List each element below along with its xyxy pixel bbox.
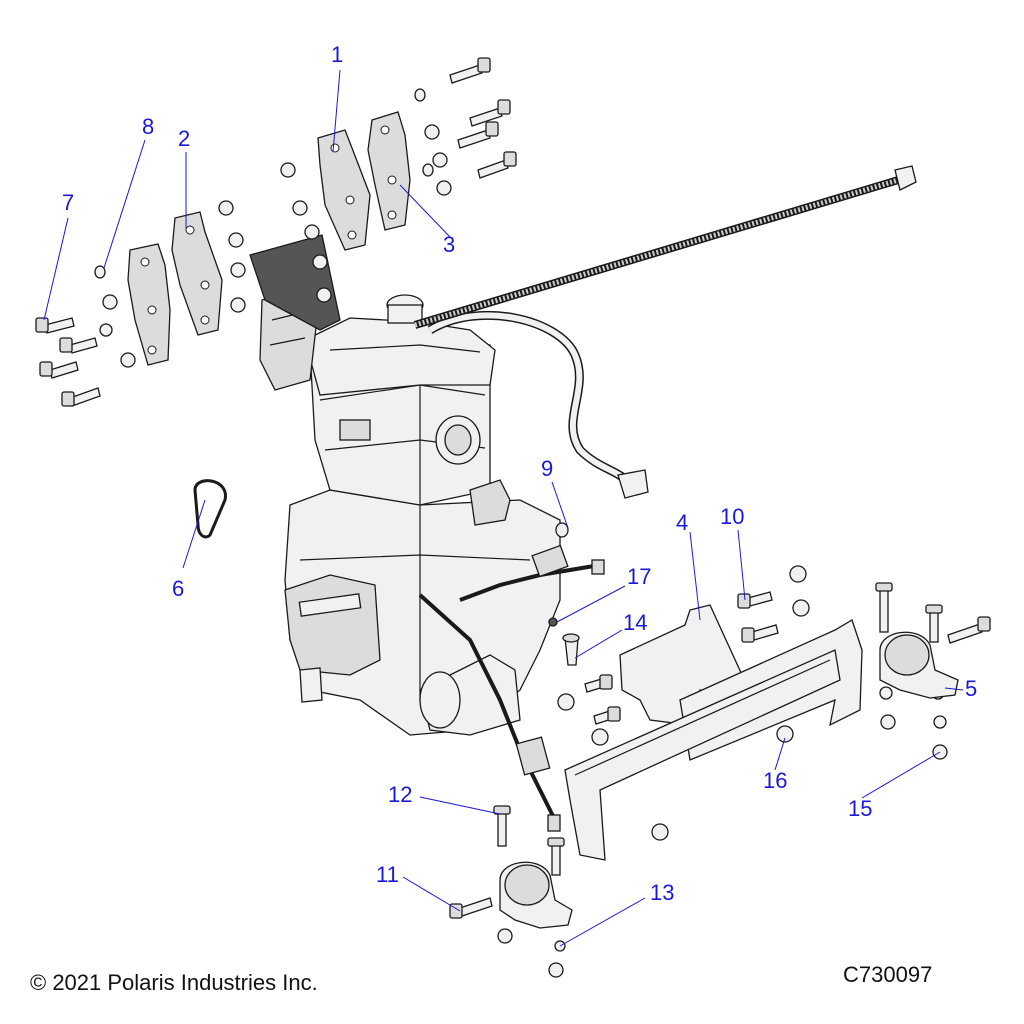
callout-11[interactable]: 11: [376, 862, 399, 887]
callout-2[interactable]: 2: [178, 126, 191, 151]
rubber-mounts: [499, 631, 959, 929]
callout-3[interactable]: 3: [443, 232, 456, 257]
bolts: [35, 57, 991, 978]
callout-10[interactable]: 10: [720, 504, 745, 529]
callout-16[interactable]: 16: [763, 768, 788, 793]
callout-17[interactable]: 17: [627, 564, 652, 589]
callout-7[interactable]: 7: [62, 190, 75, 215]
callout-6[interactable]: 6: [172, 576, 185, 601]
drawing-number: C730097: [843, 962, 933, 987]
nuts-and-washers: [94, 88, 569, 627]
callout-14[interactable]: 14: [623, 610, 648, 635]
copyright-notice: © 2021 Polaris Industries Inc.: [30, 970, 318, 995]
callout-5[interactable]: 5: [965, 676, 978, 701]
callout-8[interactable]: 8: [142, 114, 155, 139]
callout-13[interactable]: 13: [650, 880, 675, 905]
callout-4[interactable]: 4: [676, 510, 689, 535]
leader-lines: [43, 69, 964, 947]
callout-12[interactable]: 12: [388, 782, 413, 807]
small-fittings: [562, 633, 580, 666]
o-ring: [193, 479, 227, 539]
callout-15[interactable]: 15: [848, 796, 873, 821]
engine-assembly: [249, 234, 561, 736]
hoses-and-harness: [413, 165, 917, 832]
mount-bracket: [564, 604, 863, 861]
callout-9[interactable]: 9: [541, 456, 554, 481]
callout-1[interactable]: 1: [331, 42, 344, 67]
mount-plates: [127, 111, 411, 366]
